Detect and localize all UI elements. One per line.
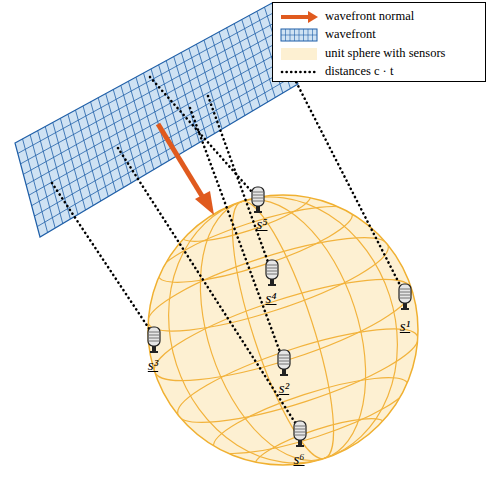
legend-entry: wavefront <box>273 26 485 44</box>
legend-label: wavefront <box>325 27 376 42</box>
grid-line <box>21 21 278 164</box>
sensor-label: s³ <box>148 357 158 374</box>
legend-box: wavefront normal wavefront unit sphere wit… <box>272 2 486 82</box>
grid-line <box>34 66 292 216</box>
legend-label: wavefront normal <box>325 9 414 24</box>
legend-dotted-sample <box>279 65 319 79</box>
legend-entry: distances c · t <box>273 63 485 81</box>
grid-line <box>26 39 283 185</box>
grid-line <box>29 48 287 195</box>
legend-arrow-sample <box>279 10 319 24</box>
grid-line <box>18 12 275 153</box>
wavefront-plane <box>15 3 298 237</box>
grid-line <box>37 75 295 227</box>
sensor-label: s⁴ <box>265 290 276 307</box>
grid-line <box>32 57 290 206</box>
sensor-microphones <box>148 187 411 447</box>
sensor-label: s⁶ <box>293 451 304 468</box>
legend-swatch <box>279 28 319 42</box>
sensor-label: s⁵ <box>256 216 267 233</box>
legend-entry: wavefront normal <box>273 8 485 26</box>
legend-label: unit sphere with sensors <box>325 46 445 61</box>
distance-lines <box>52 70 401 424</box>
sensor-label: s¹ <box>400 318 410 335</box>
legend-entry: unit sphere with sensors <box>273 45 485 63</box>
grid-line <box>23 30 280 174</box>
legend-swatch <box>279 47 319 61</box>
wavefront-normal-arrow <box>158 124 214 215</box>
legend-label: distances c · t <box>325 64 393 79</box>
unit-sphere <box>113 160 453 479</box>
sensor-label: s² <box>279 380 289 397</box>
